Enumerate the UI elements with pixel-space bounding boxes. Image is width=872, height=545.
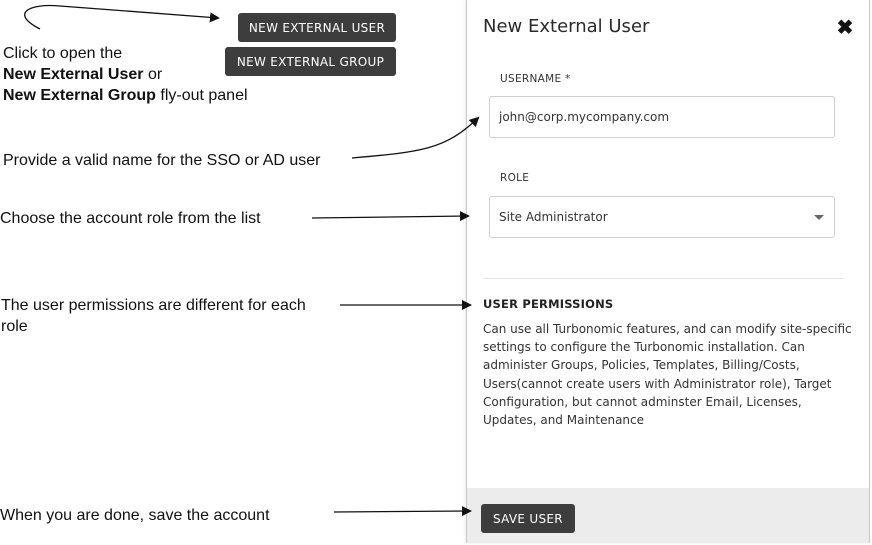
username-value: john@corp.mycompany.com xyxy=(499,110,670,124)
panel-title: New External User xyxy=(483,16,650,37)
close-icon[interactable]: ✖ xyxy=(836,16,854,39)
section-divider xyxy=(483,278,843,279)
arrow-to-username xyxy=(351,116,480,159)
permissions-annotation: The user permissions are different for e… xyxy=(1,295,341,337)
username-label: USERNAME * xyxy=(500,73,571,85)
new-external-group-bold: New External Group xyxy=(3,87,156,104)
arrow-to-save xyxy=(333,506,472,517)
open-panel-tail: fly-out panel xyxy=(155,87,248,104)
chevron-down-icon xyxy=(814,215,824,220)
new-external-user-button[interactable]: NEW EXTERNAL USER xyxy=(238,13,396,42)
open-panel-or: or xyxy=(143,66,163,83)
open-panel-annotation: Click to open the New External User or N… xyxy=(3,43,303,106)
open-panel-line3: New External Group fly-out panel xyxy=(3,85,303,106)
arrow-to-new-user-button xyxy=(24,4,220,30)
role-label: ROLE xyxy=(500,172,530,184)
user-permissions-text: Can use all Turbonomic features, and can… xyxy=(483,322,852,428)
role-annotation: Choose the account role from the list xyxy=(0,210,261,227)
permissions-annotation-line2: role xyxy=(1,318,28,335)
user-permissions-heading: USER PERMISSIONS xyxy=(483,297,614,311)
role-value: Site Administrator xyxy=(499,210,608,224)
open-panel-line1: Click to open the xyxy=(3,45,123,62)
arrow-to-role xyxy=(311,211,470,222)
open-panel-line2: New External User or xyxy=(3,64,303,85)
username-input[interactable]: john@corp.mycompany.com xyxy=(489,96,835,138)
save-user-button[interactable]: SAVE USER xyxy=(481,504,575,533)
new-external-user-bold: New External User xyxy=(3,66,144,83)
save-annotation: When you are done, save the account xyxy=(0,507,270,524)
panel-footer: SAVE USER xyxy=(467,488,869,543)
new-external-group-button[interactable]: NEW EXTERNAL GROUP xyxy=(225,47,396,76)
permissions-annotation-line1: The user permissions are different for e… xyxy=(1,297,306,314)
new-external-user-panel: New External User ✖ USERNAME * john@corp… xyxy=(466,0,870,543)
role-select[interactable]: Site Administrator xyxy=(489,196,835,238)
username-annotation: Provide a valid name for the SSO or AD u… xyxy=(3,152,321,169)
